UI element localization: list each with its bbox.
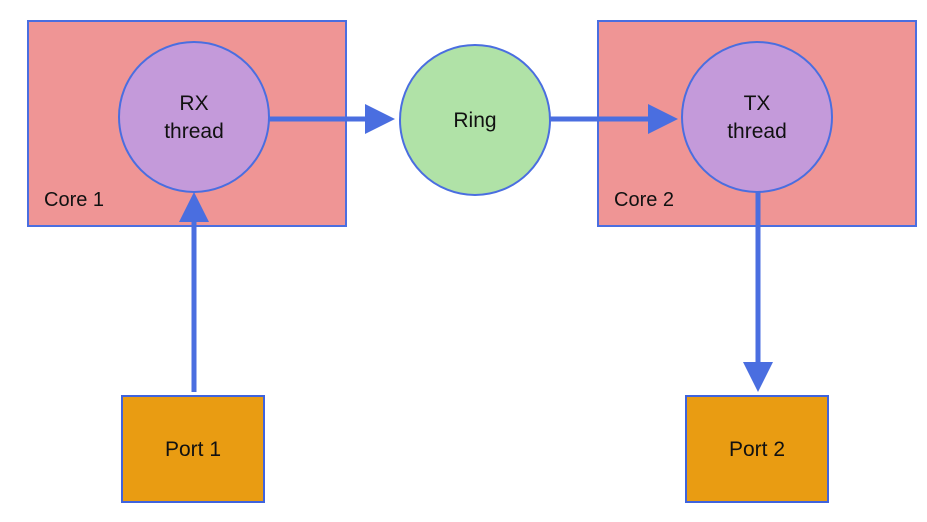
tx-thread-node: TX thread xyxy=(681,41,833,193)
tx-thread-label-line1: TX xyxy=(744,92,771,115)
rx-thread-label-line2: thread xyxy=(164,120,224,143)
port-2-box: Port 2 xyxy=(685,395,829,503)
core-2-label: Core 2 xyxy=(614,189,674,211)
ring-label: Ring xyxy=(453,109,496,132)
rx-thread-label-line1: RX xyxy=(179,92,208,115)
ring-node: Ring xyxy=(399,44,551,196)
port-1-box: Port 1 xyxy=(121,395,265,503)
port-2-label: Port 2 xyxy=(729,438,785,461)
core-1-label: Core 1 xyxy=(44,189,104,211)
rx-thread-node: RX thread xyxy=(118,41,270,193)
port-1-label: Port 1 xyxy=(165,438,221,461)
tx-thread-label-line2: thread xyxy=(727,120,787,143)
